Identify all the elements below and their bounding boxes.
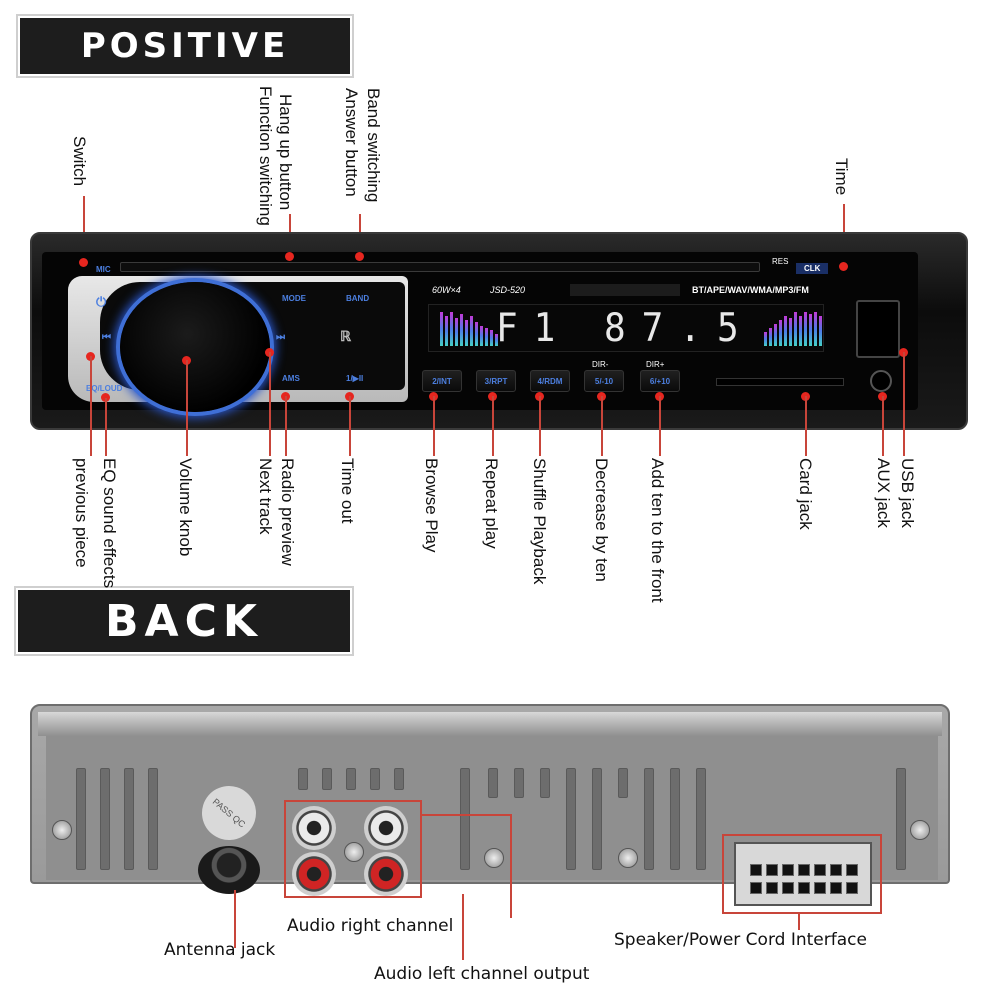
key-4-rdm[interactable]: 4/RDM (530, 370, 570, 392)
label-eq-sound: EQ sound effects (100, 458, 119, 589)
lcd-display (428, 304, 824, 352)
label-radio-preview: Radio preview (278, 458, 297, 566)
label-time: Time (832, 158, 851, 196)
next-icon[interactable]: ⏭ (276, 332, 285, 343)
label-previous-piece: previous piece (72, 458, 91, 568)
band-button[interactable]: BAND (346, 294, 370, 303)
back-banner: BACK (14, 586, 354, 656)
ir-sensor-icon: ℝ (340, 328, 352, 344)
label-audio-right: Audio right channel (287, 916, 454, 936)
rca-left-red-2[interactable] (364, 852, 408, 896)
connector-callout-box (722, 834, 882, 914)
ams-button[interactable]: AMS (282, 374, 300, 383)
formats-text: BT/APE/WAV/WMA/MP3/FM (692, 285, 809, 295)
label-time-out: Time out (338, 458, 357, 524)
rca-right-white-2[interactable] (364, 806, 408, 850)
rca-left-red-1[interactable] (292, 852, 336, 896)
aux-port[interactable] (870, 370, 892, 392)
equalizer-right (764, 312, 822, 346)
label-band-switching: Band switching (364, 88, 383, 203)
label-audio-left: Audio left channel output (374, 964, 590, 984)
dir-minus-label: DIR- (592, 360, 609, 369)
label-usb-jack: USB jack (898, 458, 917, 528)
label-hang-up: Hang up button (276, 94, 295, 211)
dir-plus-label: DIR+ (646, 360, 665, 369)
key-2-int[interactable]: 2/INT (422, 370, 462, 392)
disc-slot (120, 262, 760, 272)
label-decrease-by-ten: Decrease by ten (592, 458, 611, 582)
label-volume-knob: Volume knob (176, 458, 195, 557)
antenna-port[interactable] (198, 846, 260, 894)
label-switch: Switch (70, 136, 89, 187)
rca-right-white-1[interactable] (292, 806, 336, 850)
label-answer-button: Answer button (342, 88, 361, 197)
usb-port[interactable] (856, 300, 900, 358)
key-5-minus-10[interactable]: 5/-10 (584, 370, 624, 392)
label-add-ten: Add ten to the front (648, 458, 667, 603)
key-3-rpt[interactable]: 3/RPT (476, 370, 516, 392)
back-top-rim (38, 712, 942, 736)
label-browse-play: Browse Play (422, 458, 441, 553)
mic-label: MIC (96, 265, 111, 274)
equalizer-left (440, 312, 498, 346)
power-watts: 60W×4 (432, 285, 461, 295)
previous-icon[interactable]: ⏮ (102, 332, 111, 343)
play-pause-button[interactable]: 1/▶II (346, 374, 364, 383)
display-frequency: 87.5 (604, 305, 755, 352)
label-function-switching: Function switching (256, 86, 275, 226)
label-card-jack: Card jack (796, 458, 815, 530)
label-speaker-power: Speaker/Power Cord Interface (614, 930, 867, 950)
rca-callout-box (284, 800, 422, 898)
display-window-top (570, 284, 680, 296)
label-antenna-jack: Antenna jack (164, 940, 276, 960)
label-repeat-play: Repeat play (482, 458, 501, 549)
label-next-track: Next track (256, 458, 275, 535)
mode-button[interactable]: MODE (282, 294, 306, 303)
clk-button[interactable]: CLK (796, 263, 829, 274)
model-name: JSD-520 (490, 285, 526, 295)
positive-banner: POSITIVE (16, 14, 354, 78)
card-slot[interactable] (716, 378, 844, 386)
power-icon[interactable]: ⏻ (96, 294, 107, 309)
display-band: F1 (496, 305, 572, 352)
key-6-plus-10[interactable]: 6/+10 (640, 370, 680, 392)
label-shuffle-playback: Shuffle Playback (530, 458, 549, 585)
volume-knob[interactable] (120, 282, 270, 412)
res-button[interactable]: RES (772, 257, 789, 266)
label-aux-jack: AUX jack (874, 458, 893, 528)
eq-loud-button[interactable]: EQ/LOUD (86, 384, 123, 393)
